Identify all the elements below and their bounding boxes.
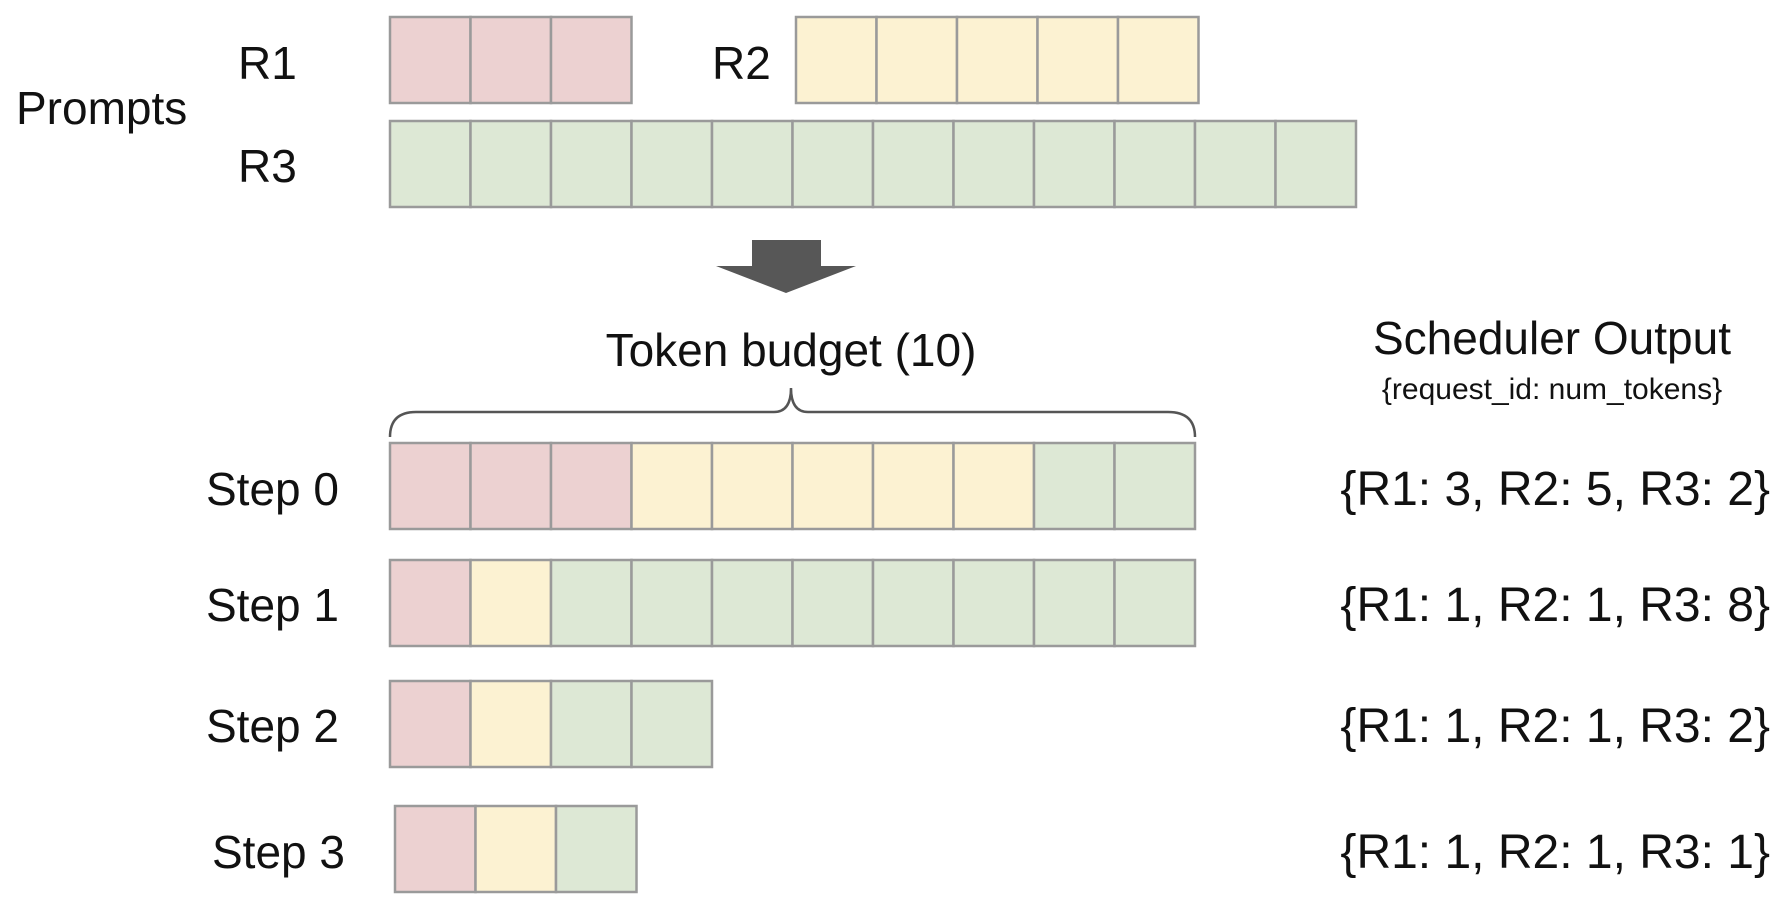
step-2-tokens xyxy=(388,679,714,769)
prompts-label: Prompts xyxy=(16,82,187,134)
step-3-r3-token xyxy=(554,804,638,894)
prompt-r3-token xyxy=(549,119,633,209)
down-arrow-icon xyxy=(716,240,856,293)
step-1-r3-token xyxy=(549,558,633,648)
step-1-r3-token xyxy=(871,558,955,648)
step-1-r3-token xyxy=(1113,558,1197,648)
step-1-r3-token xyxy=(710,558,794,648)
step-1-r2-token xyxy=(469,558,553,648)
step-3-output: {R1: 1, R2: 1, R3: 1} xyxy=(1340,826,1770,879)
step-3-label: Step 3 xyxy=(212,826,345,878)
prompt-r3-token xyxy=(1274,119,1358,209)
prompt-r3-token xyxy=(469,119,553,209)
prompt-r3-token xyxy=(1032,119,1116,209)
token-budget-label: Token budget (10) xyxy=(606,324,977,376)
step-2-r3-token xyxy=(549,679,633,769)
prompt-r2-token xyxy=(875,15,959,105)
step-2-label: Step 2 xyxy=(206,700,339,752)
step-1-r3-token xyxy=(952,558,1036,648)
prompt-r2-token xyxy=(794,15,878,105)
prompt-r3-token xyxy=(791,119,875,209)
step-0-r3-token xyxy=(1113,441,1197,531)
step-0-r1-token xyxy=(469,441,553,531)
prompt-r2-token xyxy=(955,15,1039,105)
prompt-r1-tokens xyxy=(388,15,633,105)
prompt-r1-label: R1 xyxy=(238,37,297,89)
step-3-tokens xyxy=(393,804,638,894)
step-2-r3-token xyxy=(630,679,714,769)
step-0-r2-token xyxy=(871,441,955,531)
step-1-r3-token xyxy=(791,558,875,648)
prompt-r3-token xyxy=(388,119,472,209)
step-0-output: {R1: 3, R2: 5, R3: 2} xyxy=(1340,463,1770,516)
prompt-r2-token xyxy=(1036,15,1120,105)
step-1-r3-token xyxy=(630,558,714,648)
prompt-r3-token xyxy=(1193,119,1277,209)
prompt-r1-token xyxy=(388,15,472,105)
scheduler-output-subtitle: {request_id: num_tokens} xyxy=(1382,373,1722,406)
prompt-r3-token xyxy=(952,119,1036,209)
step-2-r2-token xyxy=(469,679,553,769)
prompt-r3-token xyxy=(1113,119,1197,209)
step-0-tokens xyxy=(388,441,1197,531)
scheduler-output-title: Scheduler Output xyxy=(1373,312,1731,364)
step-1-tokens xyxy=(388,558,1197,648)
step-0-r2-token xyxy=(630,441,714,531)
step-1-r1-token xyxy=(388,558,472,648)
step-0-r2-token xyxy=(791,441,875,531)
prompt-r2-token xyxy=(1116,15,1200,105)
step-1-output: {R1: 1, R2: 1, R3: 8} xyxy=(1340,579,1770,632)
prompt-r3-label: R3 xyxy=(238,140,297,192)
step-0-r2-token xyxy=(952,441,1036,531)
step-3-r1-token xyxy=(393,804,477,894)
step-0-label: Step 0 xyxy=(206,463,339,515)
step-2-r1-token xyxy=(388,679,472,769)
prompt-r3-token xyxy=(871,119,955,209)
step-3-r2-token xyxy=(474,804,558,894)
prompt-r2-tokens xyxy=(794,15,1200,105)
prompt-r2-label: R2 xyxy=(712,37,771,89)
step-0-r1-token xyxy=(549,441,633,531)
step-2-output: {R1: 1, R2: 1, R3: 2} xyxy=(1340,700,1770,753)
prompt-r3-token xyxy=(710,119,794,209)
step-0-r2-token xyxy=(710,441,794,531)
step-1-r3-token xyxy=(1032,558,1116,648)
prompt-r1-token xyxy=(469,15,553,105)
prompt-r3-token xyxy=(630,119,714,209)
token-budget-brace xyxy=(388,387,1197,438)
step-0-r1-token xyxy=(388,441,472,531)
prompt-r3-tokens xyxy=(388,119,1358,209)
step-1-label: Step 1 xyxy=(206,579,339,631)
step-0-r3-token xyxy=(1032,441,1116,531)
prompt-r1-token xyxy=(549,15,633,105)
